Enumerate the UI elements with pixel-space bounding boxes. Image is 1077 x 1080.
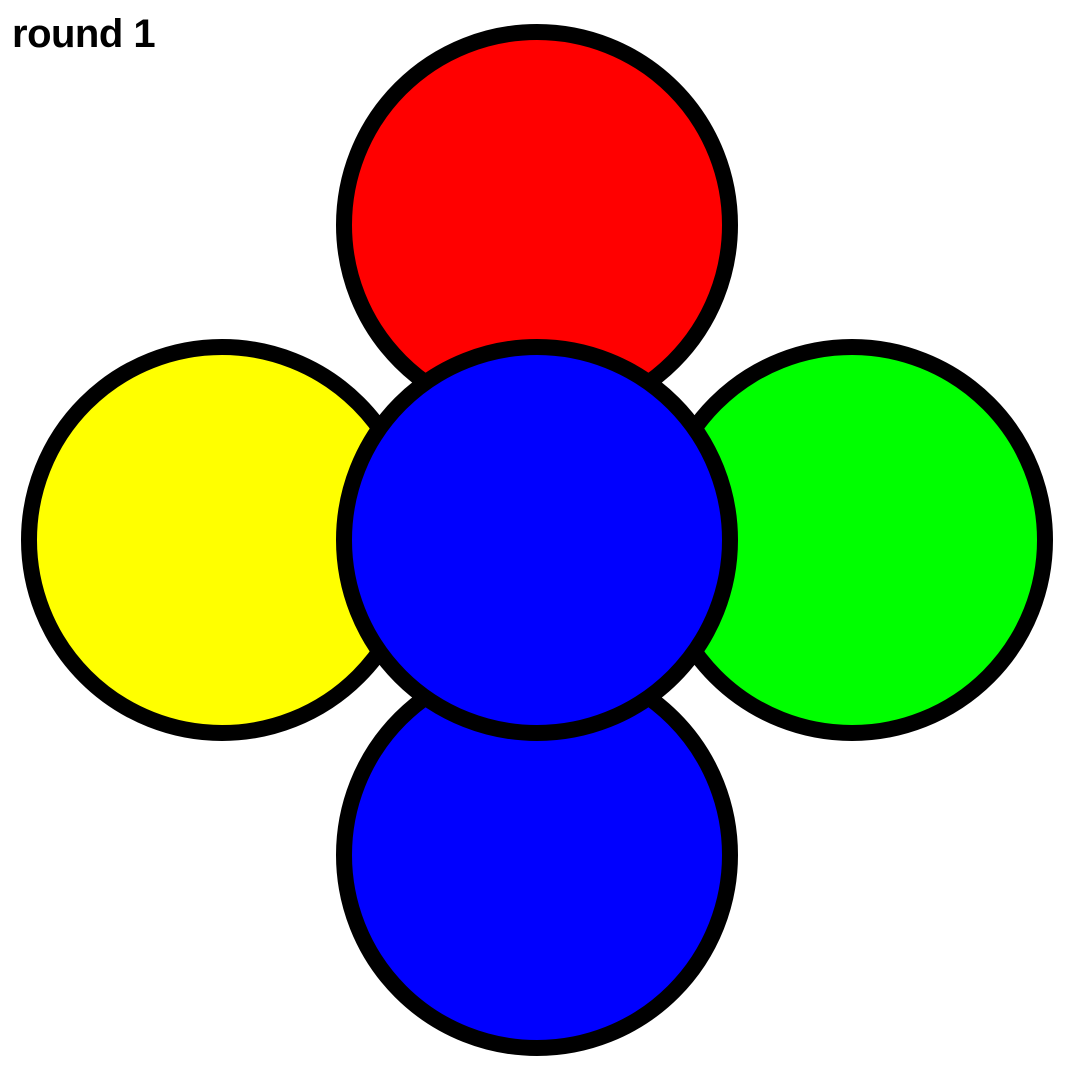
round-counter: round 1 — [12, 12, 156, 56]
center-blue-pad[interactable] — [336, 339, 738, 741]
